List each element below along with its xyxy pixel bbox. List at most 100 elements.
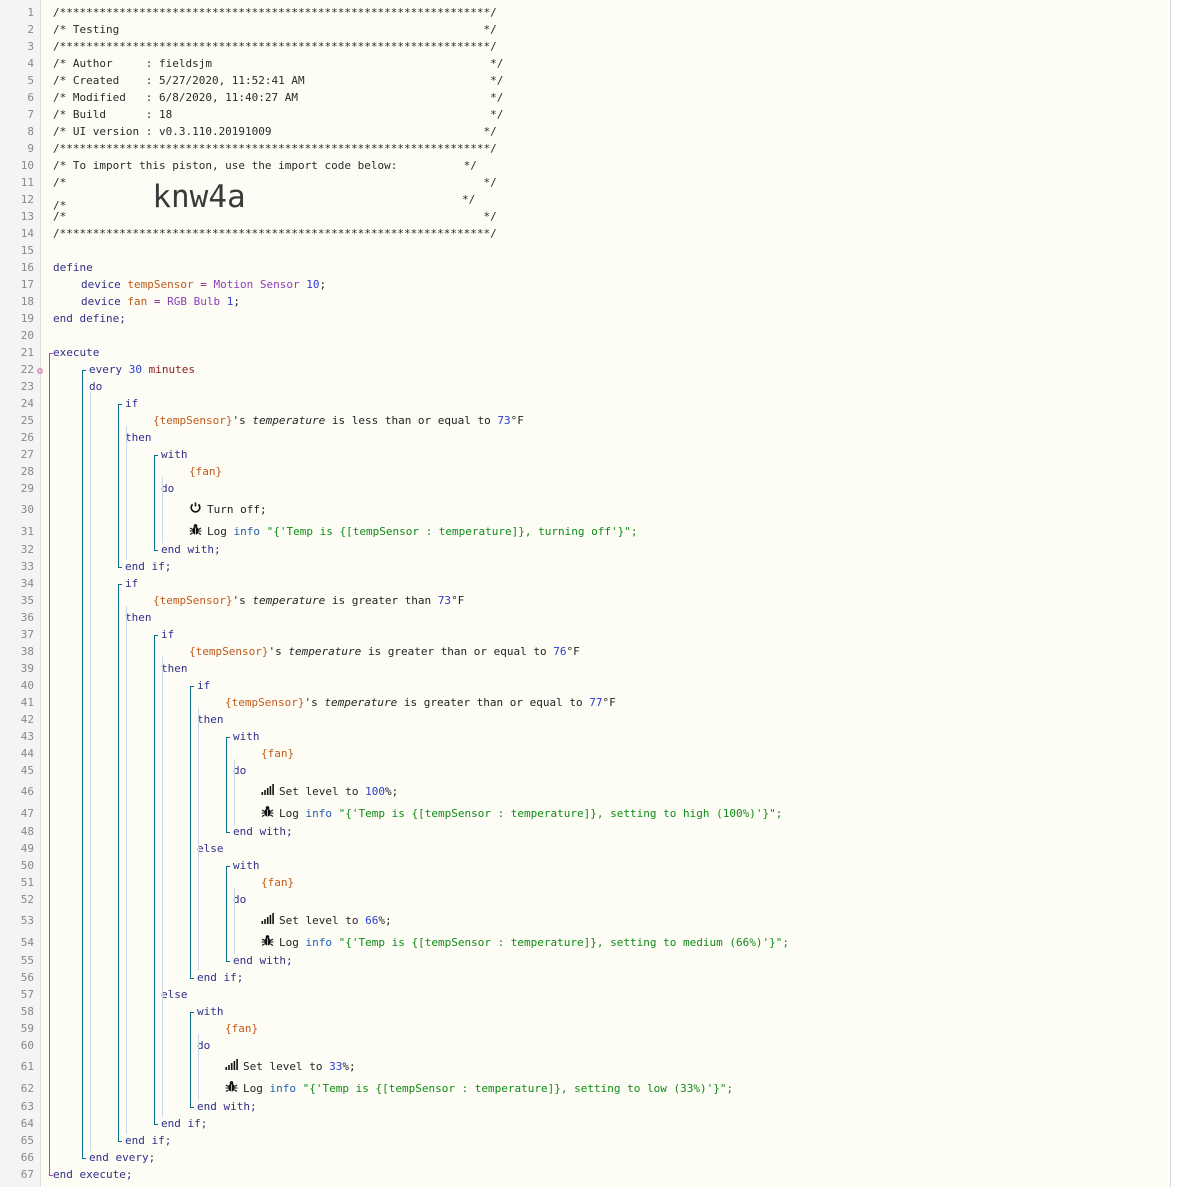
log-task: Log — [207, 525, 234, 538]
fan-reference: {fan} — [225, 1022, 259, 1035]
signal-level-icon — [225, 1058, 238, 1076]
comment-modified: /* Modified : 6/8/2020, 11:40:27 AM */ — [53, 91, 504, 104]
bug-icon — [225, 1080, 238, 1098]
line-number: 55 — [20, 954, 34, 967]
block-bracket — [118, 404, 119, 567]
log-task: Log — [243, 1082, 270, 1095]
line-number: 4 — [27, 57, 34, 70]
line-number: 12 — [20, 193, 34, 206]
condition-attribute: temperature — [324, 696, 398, 709]
code-text: Log info "{'Temp is {[tempSensor : tempe… — [261, 934, 789, 952]
comment-ui-version: /* UI version : v0.3.110.20191009 */ — [53, 125, 497, 138]
execute-keyword: execute — [53, 346, 100, 359]
block-bracket — [190, 686, 191, 978]
condition-device: {tempSensor} — [153, 594, 233, 607]
line-number: 38 — [20, 645, 34, 658]
condition-unit: °F — [566, 645, 580, 658]
code-text: /* */ — [53, 174, 497, 191]
condition-value: 73 — [437, 594, 452, 607]
device-keyword: device — [81, 295, 121, 308]
fan-reference: {fan} — [261, 747, 295, 760]
power-icon — [189, 501, 202, 519]
condition-attribute: temperature — [252, 414, 326, 427]
comment-import: /* To import this piston, use the import… — [53, 159, 477, 172]
import-code: knw4a — [152, 179, 246, 215]
set-level-task: Set level to — [279, 914, 366, 927]
code-text: {fan} — [189, 463, 222, 480]
code-text: /* Testing */ — [53, 21, 497, 38]
end-with-keyword: end with; — [161, 543, 221, 556]
bracket-tick — [226, 832, 230, 833]
line-number: 30 — [20, 503, 34, 516]
line-number-gutter — [0, 0, 41, 1187]
end-with-keyword: end with; — [197, 1100, 257, 1113]
line-number: 50 — [20, 859, 34, 872]
block-bracket — [82, 370, 83, 1158]
condition-operator: is greater than or equal to — [397, 696, 590, 709]
condition-unit: °F — [602, 696, 616, 709]
with-keyword: with — [197, 1005, 224, 1018]
line-number: 19 — [20, 312, 34, 325]
condition-unit: °F — [451, 594, 465, 607]
code-text: /* knw4a*/ — [53, 182, 475, 214]
line-number: 60 — [20, 1039, 34, 1052]
indent-guide — [126, 606, 127, 1134]
level-suffix: %; — [342, 1060, 356, 1073]
device-keyword: device — [81, 278, 121, 291]
line-number: 45 — [20, 764, 34, 777]
bracket-tick — [154, 1124, 158, 1125]
fan-reference: {fan} — [261, 876, 295, 889]
bracket-tick — [190, 1107, 194, 1108]
condition-unit: °F — [510, 414, 524, 427]
code-text: device tempSensor = Motion Sensor 10; — [81, 276, 326, 293]
bug-icon — [261, 934, 274, 952]
code-text: {fan} — [261, 874, 294, 891]
line-number: 47 — [20, 807, 34, 820]
code-text: /***************************************… — [53, 225, 497, 242]
line-number: 36 — [20, 611, 34, 624]
bracket-tick — [118, 584, 122, 585]
log-level: info — [269, 1082, 297, 1095]
with-keyword: with — [233, 730, 260, 743]
code-text: if — [125, 395, 138, 412]
device-variable: tempSensor — [127, 278, 194, 291]
indent-guide — [162, 477, 163, 543]
line-number: 52 — [20, 893, 34, 906]
set-level-task: Set level to — [243, 1060, 330, 1073]
line-number: 20 — [20, 329, 34, 342]
log-message: "{'Temp is {[tempSensor : temperature]},… — [260, 525, 638, 538]
condition-device: {tempSensor} — [153, 414, 233, 427]
condition-operator: is less than or equal to — [325, 414, 498, 427]
bracket-tick — [154, 635, 158, 636]
if-keyword: if — [161, 628, 175, 641]
code-text: if — [125, 575, 138, 592]
line-number: 26 — [20, 431, 34, 444]
code-text: {tempSensor}'s temperature is greater th… — [189, 643, 580, 660]
condition-marker-icon[interactable]: ⚙ — [37, 366, 44, 377]
code-text: /* Author : fieldsjm */ — [53, 55, 503, 72]
device-number: 10 — [306, 278, 320, 291]
line-number: 33 — [20, 560, 34, 573]
line-number: 16 — [20, 261, 34, 274]
line-number: 6 — [27, 91, 34, 104]
indent-guide — [90, 392, 91, 1151]
code-text: /* UI version : v0.3.110.20191009 */ — [53, 123, 497, 140]
signal-level-icon — [261, 912, 274, 930]
code-text: do — [197, 1037, 210, 1054]
then-keyword: then — [197, 713, 224, 726]
code-text: {tempSensor}'s temperature is greater th… — [153, 592, 464, 609]
line-number: 34 — [20, 577, 34, 590]
line-number: 64 — [20, 1117, 34, 1130]
condition-attribute: temperature — [252, 594, 326, 607]
line-number: 21 — [20, 346, 34, 359]
code-text: Set level to 66%; — [261, 912, 392, 930]
code-text: /* To import this piston, use the import… — [53, 157, 477, 174]
line-number: 59 — [20, 1022, 34, 1035]
code-text: /* Modified : 6/8/2020, 11:40:27 AM */ — [53, 89, 503, 106]
log-message: "{'Temp is {[tempSensor : temperature]},… — [332, 807, 783, 820]
line-number: 32 — [20, 543, 34, 556]
line-number: 44 — [20, 747, 34, 760]
comment-build: /* Build : 18 */ — [53, 108, 504, 121]
code-text: /***************************************… — [53, 140, 497, 157]
